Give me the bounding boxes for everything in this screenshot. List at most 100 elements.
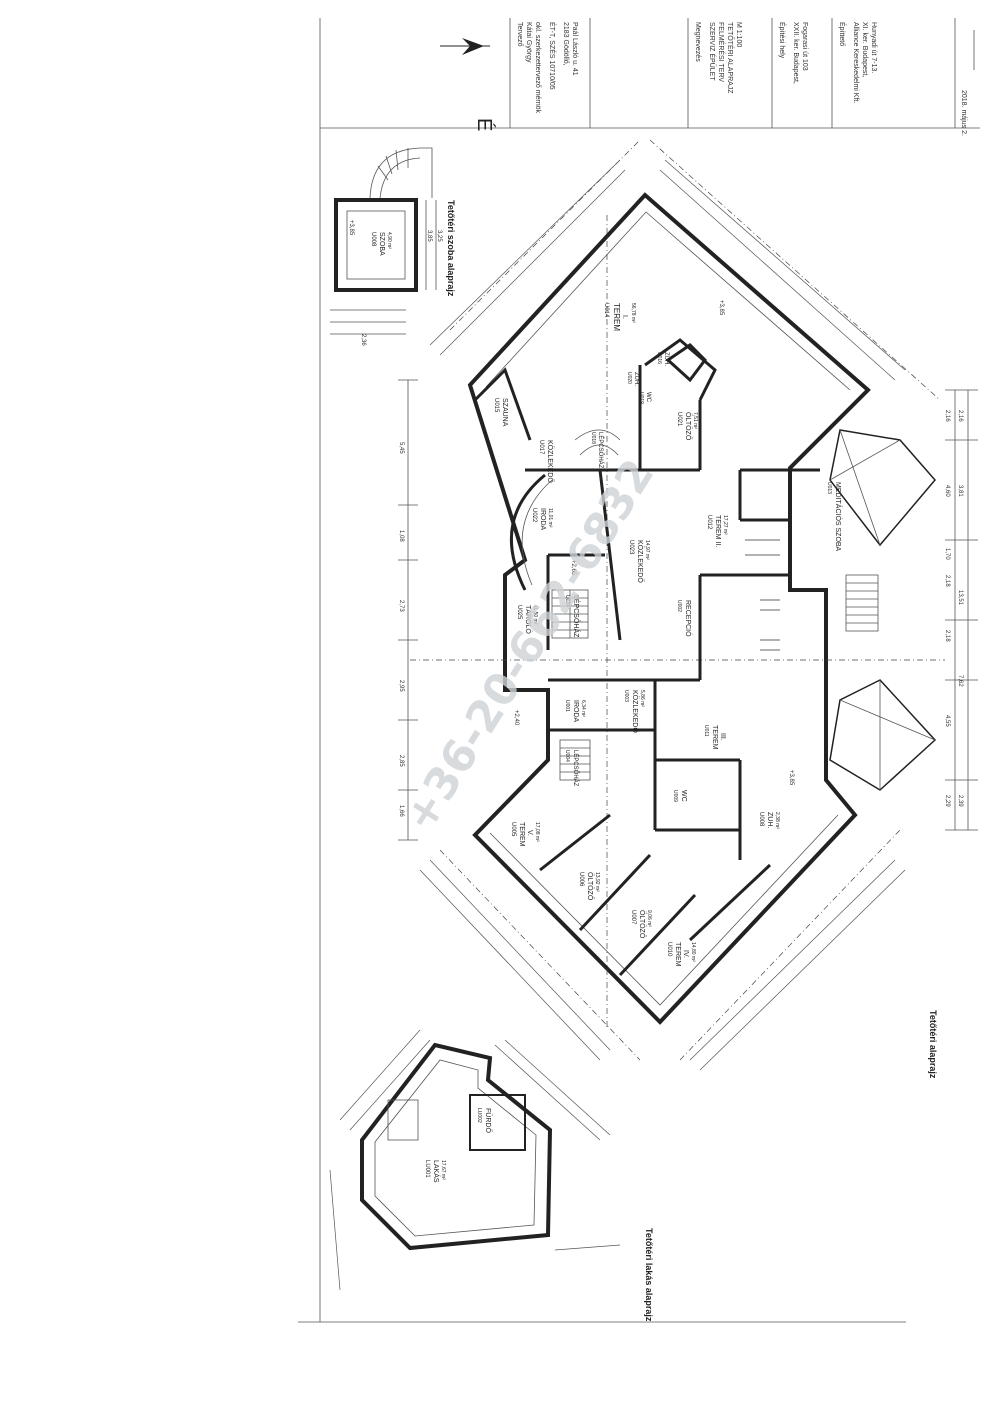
room-u014-name: TEREM xyxy=(612,303,621,331)
room-u004-name: LÉPCSŐHÁZ xyxy=(572,750,579,787)
room-u002-id: U002 xyxy=(676,600,682,612)
room-u020-name: ZUH. xyxy=(633,372,639,386)
room-u022-name: IRODA xyxy=(539,508,546,531)
dim-right-9: 4,55 xyxy=(944,715,950,727)
stair-icon xyxy=(551,589,589,639)
room-u010-num: IV. xyxy=(682,950,689,958)
room-u023-id: U023 xyxy=(628,540,634,555)
location-line1: XXII. ker. Budapest, xyxy=(792,22,799,84)
dimension-chain-left: 5,45 1,08 2,73 2,95 2,85 1,66 xyxy=(398,379,418,841)
bench-icon xyxy=(745,539,780,651)
room-u018-name: LÉPCSŐHÁZ xyxy=(597,432,604,469)
client-line2: XI. ker. Budapest, xyxy=(861,22,868,77)
subject-head: Megnevezés xyxy=(694,22,701,62)
dim-left-5: 2,85 xyxy=(398,755,404,767)
sheet-mark: É xyxy=(473,118,496,131)
height-mark-4: +3,85 xyxy=(788,770,794,786)
room-u005-num: V. xyxy=(526,830,533,836)
room-u012-name: TEREM II. xyxy=(714,515,721,547)
subject-line3: TETŐTÉRI ALAPRAJZ xyxy=(726,22,735,94)
room-u021-name: ÖLTÖZŐ xyxy=(684,412,693,441)
room-u016-name: ZUH. xyxy=(663,352,669,366)
room-lu001-name: LAKÁS xyxy=(432,1160,441,1183)
room-u004-id: U004 xyxy=(564,750,570,762)
room-u019-name: WC xyxy=(645,392,651,403)
room-u008b-id: U008 xyxy=(758,812,764,827)
room-u017-name: KÖZLEKEDŐ xyxy=(546,440,555,483)
dim-left-4: 2,95 xyxy=(398,680,404,692)
room-u008b-name: ZUH. xyxy=(766,812,773,828)
dim-left-6: 1,66 xyxy=(398,805,404,817)
room-u021-area: 7,51 m² xyxy=(692,412,698,429)
dim-room-1: 3,85 xyxy=(426,230,432,242)
room-u022-area: 11,01 m² xyxy=(547,508,553,528)
stair-icon-3 xyxy=(574,429,621,456)
dim-left-3: 2,73 xyxy=(398,600,404,612)
room-u003-area: 5,86 m² xyxy=(639,690,645,707)
room-u012-area: 17,27 m² xyxy=(722,515,728,535)
title-block: É Tervező Kátai György okl. szerkezetter… xyxy=(320,18,980,136)
room-lu002-name: FÜRDŐ xyxy=(484,1108,493,1133)
dimension-chain-right: 2,16 2,16 4,60 3,81 1,70 2,18 13,51 2,18… xyxy=(944,389,978,831)
room-u005-id: U005 xyxy=(510,822,516,837)
room-u007-name: ÖLTÖZŐ xyxy=(638,910,647,939)
dim-left-1: 5,45 xyxy=(398,442,404,454)
dim-right-2: 2,16 xyxy=(957,410,963,422)
room-u011-id: U011 xyxy=(703,725,709,737)
room-u024-name: LÉPCSŐHÁZ xyxy=(572,595,581,638)
title-attic-plan: Tetőtéri alaprajz xyxy=(928,1010,938,1079)
room-u002-name: RECEPCIÓ xyxy=(684,600,693,637)
attic-room-plan: U008 SZOBA 4,90 m² +3,85 3,85 3,25 2,36 … xyxy=(330,147,456,346)
room-u006-area: 13,92 m² xyxy=(594,872,600,892)
dim-room-2: 3,25 xyxy=(436,230,442,242)
designer-head: Tervező xyxy=(516,22,523,47)
room-u003-name: KÖZLEKEDŐ xyxy=(631,690,640,733)
height-mark-1: +3,85 xyxy=(718,300,724,316)
height-mark: +3,85 xyxy=(348,220,354,236)
client-line1: Alliance Kereskedelmi Kft. xyxy=(852,22,859,103)
room-u015-id: U015 xyxy=(493,398,499,413)
curved-wall xyxy=(509,473,546,591)
room-u018-id: U018 xyxy=(590,432,596,444)
room-lu002-id: LU002 xyxy=(476,1108,482,1123)
designer-role: okl. szerkezettervező mérnök xyxy=(534,22,541,114)
external-stair-icon xyxy=(845,574,879,632)
room-lu001-area: 17,67 m² xyxy=(440,1160,446,1180)
room-u014-id: U014 xyxy=(603,303,609,318)
apartment-dimension-chains xyxy=(329,1029,621,1291)
room-lu001-id: LU001 xyxy=(424,1160,430,1178)
subject-line2: FELMÉRÉSI TERV xyxy=(717,22,726,82)
room-u023-name: KÖZLEKEDŐ xyxy=(636,540,645,583)
plan-date: 2018. május 2. xyxy=(960,90,967,136)
room-u024-id: U024 xyxy=(564,595,570,607)
room-u025-area: 11,50 m² xyxy=(532,605,538,625)
dim-right-5: 1,70 xyxy=(944,548,950,560)
room-u005-name: TEREM xyxy=(518,822,525,847)
room-u025-id: U025 xyxy=(516,605,522,620)
room-u014-area: 56,78 m² xyxy=(630,303,636,323)
designer-name: Kátai György xyxy=(525,22,532,63)
stair-icon-2 xyxy=(559,739,591,781)
outer-wall xyxy=(467,192,871,1025)
window-icon xyxy=(387,1099,419,1141)
room-u017-id: U017 xyxy=(538,440,544,455)
designer-addr1: 2183 Gödöllő, xyxy=(562,22,569,66)
dim-right-8: 2,18 xyxy=(944,630,950,642)
title-attic-room-plan: Tetőtéri szoba alaprajz xyxy=(446,200,456,297)
dim-right-3: 4,60 xyxy=(944,485,950,497)
attic-main-plan: U014 TEREM I. 56,78 m² U015 SZAUNA U016 … xyxy=(398,139,978,1079)
room-u013-name: MEDITÁCIÓS SZOBA xyxy=(834,482,843,552)
room-u011-name: TEREM xyxy=(711,725,718,750)
room-u006-name: ÖLTÖZŐ xyxy=(586,872,595,901)
room-u013-id: U013 xyxy=(826,482,832,494)
room-u009-id: U009 xyxy=(672,790,678,802)
room-u025-name: TÁROLÓ xyxy=(524,605,533,634)
title-attic-apartment-plan: Tetőtéri lakás alaprajz xyxy=(644,1228,654,1322)
subject-scale: M 1:100 xyxy=(735,22,742,47)
attic-apartment-plan: LU001 LAKÁS 17,67 m² LU002 FÜRDŐ Tetőtér… xyxy=(329,1029,654,1322)
subject-line1: SZERVIZ ÉPÜLET xyxy=(708,22,717,81)
dim-right-10: 7,62 xyxy=(957,675,963,687)
location-line2: Fogarasi út 103 xyxy=(801,22,808,71)
north-arrow-icon xyxy=(440,38,490,55)
